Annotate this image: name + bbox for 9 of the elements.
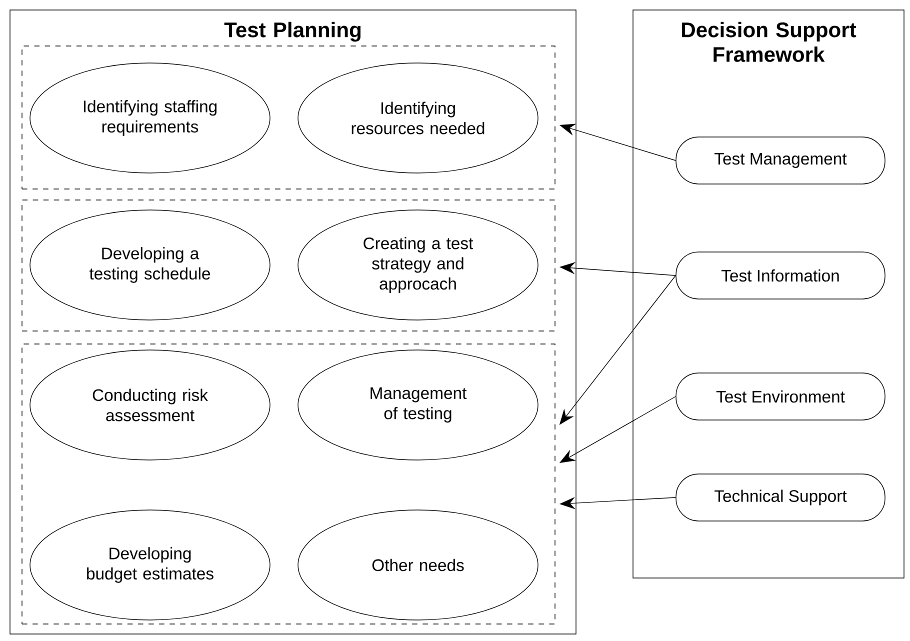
rounded-box: Test Environment xyxy=(676,372,886,420)
rounded-box: Test Management xyxy=(676,136,886,184)
panel-title: Decision Support Framework xyxy=(682,22,856,62)
dashed-group-box xyxy=(22,344,556,624)
rounded-box: Test Information xyxy=(676,252,886,300)
rounded-box: Technical Support xyxy=(676,474,886,522)
dashed-group-box xyxy=(22,46,556,190)
dashed-group-box xyxy=(22,200,556,332)
panel-title: Test Planning xyxy=(224,22,361,42)
